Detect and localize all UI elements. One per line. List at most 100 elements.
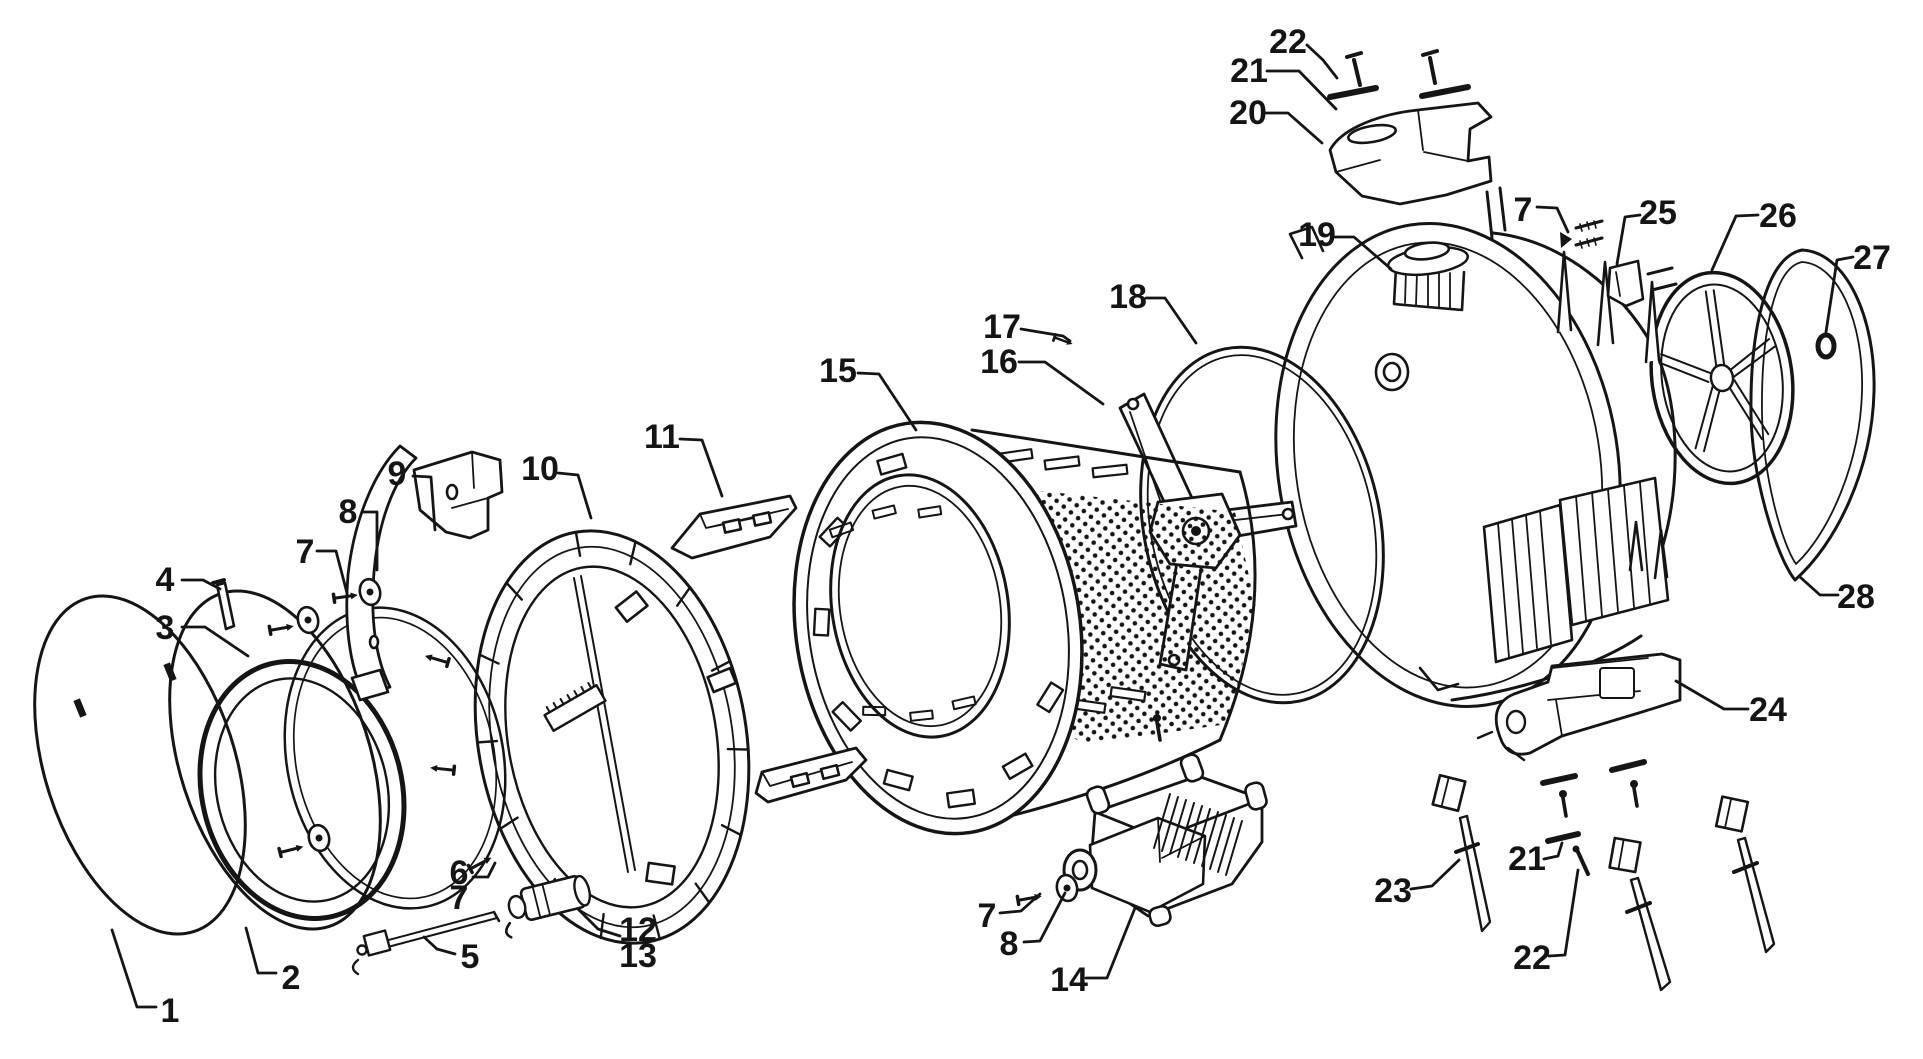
callout-part-12: 12 bbox=[576, 907, 657, 949]
leader-line bbox=[1798, 575, 1840, 597]
leader-line bbox=[471, 861, 497, 879]
part-number-label: 19 bbox=[1298, 216, 1336, 254]
leader-line bbox=[180, 625, 250, 658]
leader-line bbox=[1144, 296, 1198, 345]
part-number-label: 17 bbox=[983, 308, 1021, 346]
leader-line bbox=[1305, 43, 1339, 80]
part-number-label: 25 bbox=[1639, 194, 1677, 232]
tub-boss bbox=[1374, 352, 1410, 392]
part-19-tub-fitting bbox=[1387, 241, 1469, 312]
part-number-label: 5 bbox=[461, 938, 480, 976]
part-15-wash-drum bbox=[792, 420, 1257, 836]
leader-line bbox=[1264, 111, 1324, 145]
leader-line bbox=[1542, 841, 1564, 861]
part-4-hinge-pin bbox=[211, 578, 236, 631]
callout-part-26: 26 bbox=[1710, 197, 1797, 272]
part-27-drive-belt bbox=[1749, 248, 1876, 582]
part-10-tub-front-ring bbox=[473, 529, 751, 945]
part-number-label: 18 bbox=[1109, 278, 1147, 316]
callout-part-23: 23 bbox=[1374, 858, 1461, 910]
part-tub-shell bbox=[1274, 186, 1677, 708]
callout-part-11: 11 bbox=[644, 418, 724, 498]
part-11-counterweight-upper bbox=[670, 494, 798, 560]
leader-line bbox=[1333, 235, 1393, 271]
callout-part-18: 18 bbox=[1109, 278, 1198, 345]
callout-part-7: 7 bbox=[978, 892, 1042, 935]
callout-part-17: 17 bbox=[983, 308, 1072, 346]
motor-fins bbox=[1153, 793, 1243, 876]
leader-line bbox=[1084, 906, 1137, 980]
callout-part-24: 24 bbox=[1674, 679, 1787, 729]
part-5-door-strike-rod bbox=[351, 910, 501, 976]
hardware-21-22-top bbox=[1327, 49, 1471, 100]
callout-part-27: 27 bbox=[1824, 239, 1891, 334]
callout-part-7: 7 bbox=[1514, 191, 1570, 234]
part-number-label: 1 bbox=[161, 992, 180, 1030]
drum-ring-tabs bbox=[812, 452, 1065, 809]
leader-line bbox=[180, 578, 222, 591]
part-number-label: 3 bbox=[156, 609, 175, 647]
part-number-label: 11 bbox=[644, 418, 680, 456]
glass-tab-2 bbox=[163, 662, 177, 682]
rivet-pins bbox=[1454, 814, 1776, 992]
callout-part-21: 21 bbox=[1230, 52, 1338, 111]
leader-line bbox=[1547, 868, 1580, 958]
callout-part-3: 3 bbox=[156, 609, 250, 658]
leader-line bbox=[1674, 679, 1750, 711]
callout-part-1: 1 bbox=[110, 928, 180, 1030]
callout-part-28: 28 bbox=[1798, 575, 1875, 616]
leader-line bbox=[1824, 255, 1855, 334]
part-number-label: 24 bbox=[1749, 691, 1787, 729]
leader-line bbox=[1019, 327, 1072, 343]
hardware-bottom-right bbox=[1431, 759, 1776, 992]
callout-part-20: 20 bbox=[1229, 94, 1324, 145]
part-number-label: 16 bbox=[980, 343, 1018, 381]
part-number-label: 28 bbox=[1837, 578, 1875, 616]
part-number-label: 26 bbox=[1759, 197, 1797, 235]
callout-part-19: 19 bbox=[1298, 216, 1393, 271]
part-number-label: 9 bbox=[388, 455, 407, 493]
callout-part-21: 21 bbox=[1508, 840, 1564, 878]
callout-part-7: 7 bbox=[450, 879, 469, 917]
callout-part-9: 9 bbox=[388, 455, 437, 532]
leader-line bbox=[315, 549, 349, 595]
leader-line bbox=[110, 928, 158, 1009]
part-number-label: 20 bbox=[1229, 94, 1267, 132]
callout-part-8: 8 bbox=[1000, 891, 1067, 963]
part-number-label: 2 bbox=[282, 959, 301, 997]
leader-line bbox=[1615, 213, 1642, 266]
part-number-label: 4 bbox=[156, 561, 175, 599]
part-23-block bbox=[1431, 774, 1467, 812]
leader-line bbox=[1535, 205, 1570, 234]
part-24-suspension-bracket bbox=[1476, 652, 1682, 762]
part-3-door-boot-seal bbox=[197, 659, 407, 921]
part-20-mounting-bracket bbox=[1328, 101, 1493, 206]
part-number-label: 7 bbox=[1514, 191, 1533, 229]
part-number-label: 21 bbox=[1230, 52, 1268, 90]
callout-part-2: 2 bbox=[244, 926, 301, 997]
callout-part-7: 7 bbox=[296, 533, 349, 595]
part-26-drive-pulley bbox=[1649, 270, 1795, 486]
leader-line bbox=[1710, 213, 1760, 272]
part-number-label: 21 bbox=[1508, 840, 1546, 878]
part-1-door-glass bbox=[33, 594, 247, 936]
part-number-label: 7 bbox=[450, 879, 469, 917]
part-number-label: 12 bbox=[619, 911, 657, 949]
leader-line bbox=[422, 935, 457, 956]
part-number-label: 14 bbox=[1050, 961, 1088, 999]
callout-part-16: 16 bbox=[980, 343, 1105, 406]
leader-line bbox=[1017, 360, 1105, 406]
leader-line bbox=[1265, 69, 1338, 111]
callout-part-22: 22 bbox=[1269, 23, 1339, 80]
callout-part-13: 13 bbox=[619, 937, 657, 975]
leader-line bbox=[856, 371, 918, 432]
part-number-label: 7 bbox=[296, 533, 315, 571]
part-14-drive-motor bbox=[1062, 753, 1268, 928]
leader-line bbox=[1409, 858, 1461, 891]
part-number-label: 13 bbox=[619, 937, 657, 975]
leader-line bbox=[360, 510, 379, 572]
part-number-label: 15 bbox=[819, 352, 857, 390]
